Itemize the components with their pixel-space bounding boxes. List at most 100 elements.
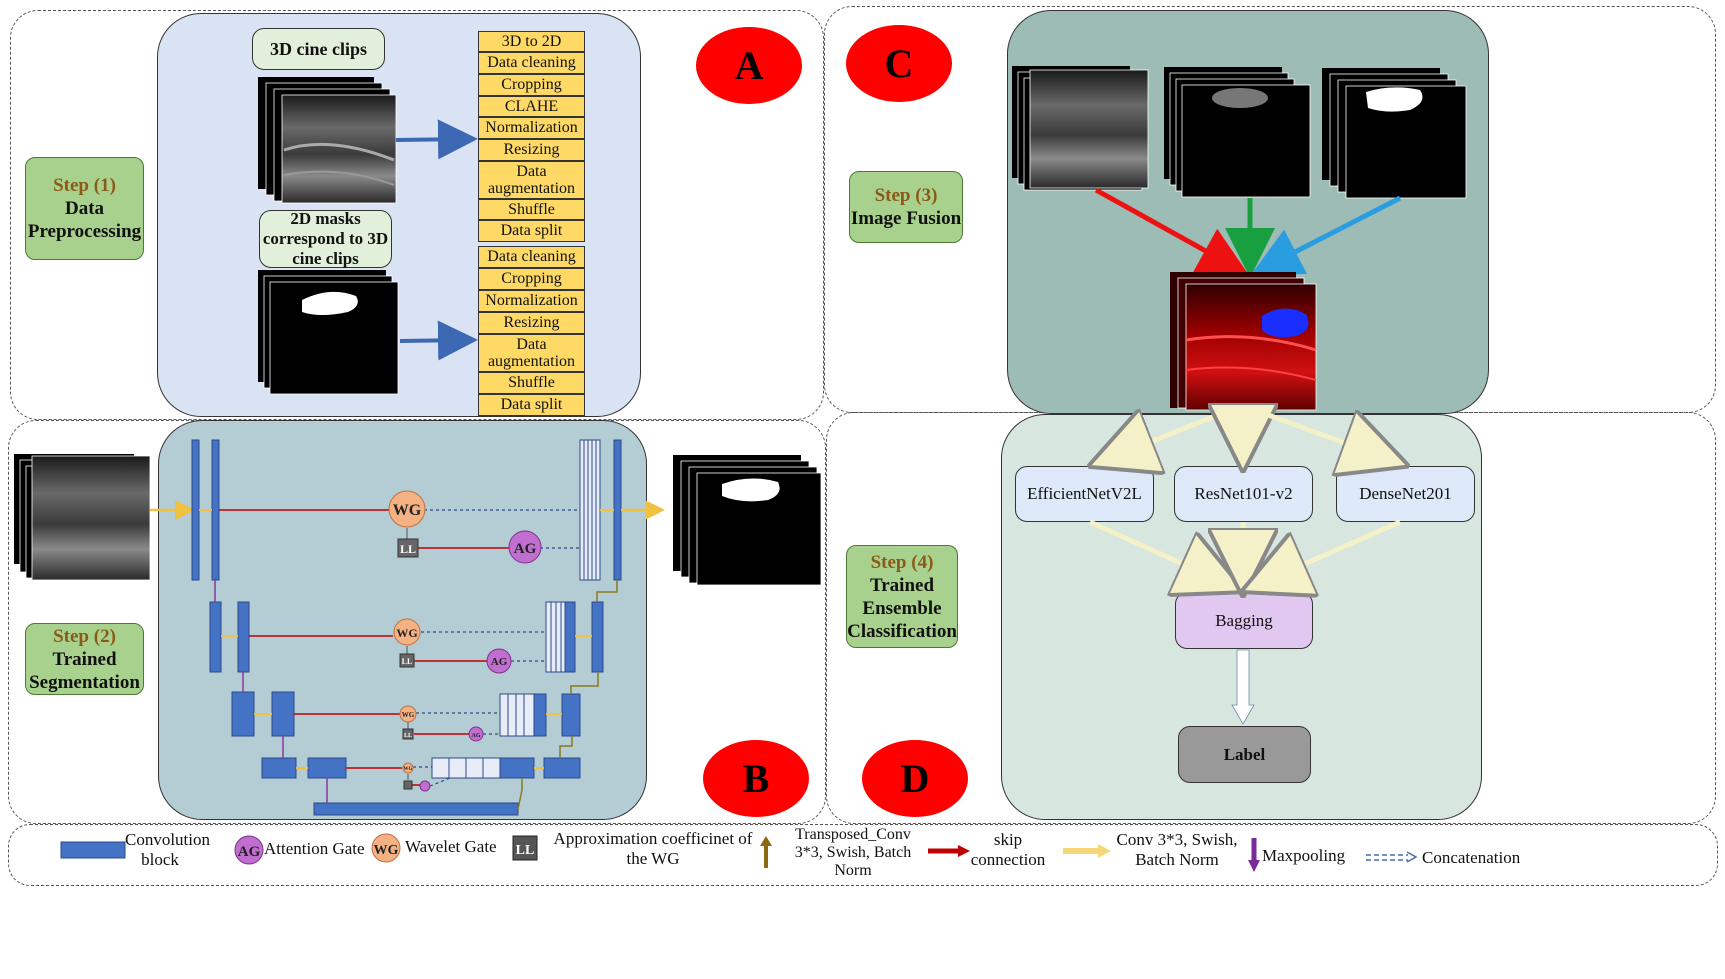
ag-text-2: AG bbox=[491, 656, 508, 668]
step-3-label: Step (3) bbox=[874, 185, 938, 206]
cine-clip-stack bbox=[258, 77, 397, 204]
circle-c: C bbox=[846, 25, 952, 102]
clip-ops-list: 3D to 2D Data cleaning Cropping CLAHE No… bbox=[478, 31, 585, 242]
step-1-line1: Data bbox=[64, 198, 105, 219]
fusion-red-arrow bbox=[1094, 187, 1249, 275]
wg-texts: WG WG WG WG bbox=[393, 502, 422, 772]
legend-conv33-line2: Batch Norm bbox=[1135, 850, 1219, 869]
legend-skip-line2: connection bbox=[970, 850, 1046, 869]
masks-label-line3: cine clips bbox=[292, 249, 359, 268]
step-3-box: Step (3) Image Fusion bbox=[849, 171, 963, 243]
step-4-line2: Ensemble bbox=[862, 597, 942, 619]
clip-op-item: Shuffle bbox=[478, 199, 585, 220]
legend-conv-line1: Convolution bbox=[125, 830, 211, 849]
legend-ll-swatch bbox=[512, 835, 538, 861]
legend-concat-text: Concatenation bbox=[1422, 848, 1521, 867]
legend-conv33-line1: Conv 3*3, Swish, bbox=[1116, 830, 1238, 849]
legend-skip-line1: skip bbox=[993, 830, 1023, 849]
legend-wg-icon-text: WG bbox=[374, 843, 399, 858]
clip-op-item: Data augmentation bbox=[478, 161, 585, 199]
label-box: Label bbox=[1178, 726, 1311, 783]
masks-label-line2: correspond to 3D bbox=[262, 229, 389, 248]
clip-op-item: Normalization bbox=[478, 117, 585, 139]
step-4-box: Step (4) Trained Ensemble Classification bbox=[846, 545, 958, 648]
ag-text-3: AG bbox=[472, 733, 481, 739]
wg-text-4: WG bbox=[404, 767, 413, 772]
legend-conv-block-swatch bbox=[60, 841, 126, 859]
wavelet-gates bbox=[388, 490, 426, 774]
fusion-input-roi bbox=[1164, 67, 1311, 198]
ll-text-3: LL bbox=[404, 733, 412, 739]
clip-op-item: 3D to 2D bbox=[478, 31, 585, 52]
seg-output-stack bbox=[673, 455, 822, 586]
ll-text-1: LL bbox=[400, 542, 416, 556]
clip-op-item: Data split bbox=[478, 220, 585, 242]
ag-texts: AG AG AG bbox=[472, 541, 537, 739]
classification-arrow-outlines bbox=[1231, 649, 1255, 725]
circle-d: D bbox=[862, 740, 968, 817]
wg-text-3: WG bbox=[402, 711, 415, 719]
ll-blocks bbox=[397, 538, 419, 790]
legend-maxpool-arrow-icon bbox=[1248, 838, 1260, 872]
model-resnet: ResNet101-v2 bbox=[1174, 466, 1313, 522]
legend-wg-text: Wavelet Gate bbox=[405, 837, 497, 856]
upconv-links bbox=[517, 580, 618, 810]
step-2-line2: Segmentation bbox=[29, 671, 140, 693]
seg-input-stack bbox=[14, 454, 151, 581]
step-3-line1: Image Fusion bbox=[850, 208, 962, 229]
masks-label-line1: 2D masks bbox=[290, 209, 361, 228]
legend-approx-line1: Approximation coefficinet of bbox=[553, 829, 753, 848]
skip-links bbox=[219, 509, 510, 786]
step-1-label: Step (1) bbox=[53, 175, 116, 196]
fusion-input-clip bbox=[1012, 66, 1149, 191]
legend-conv33-text: Conv 3*3, Swish, Batch Norm bbox=[1112, 830, 1242, 870]
clips-label: 3D cine clips bbox=[252, 28, 385, 70]
legend-tconv-line2: 3*3, Swish, Batch bbox=[794, 844, 912, 861]
mask-op-item: Data cleaning bbox=[478, 246, 585, 268]
mask-op-item: Shuffle bbox=[478, 372, 585, 394]
step-4-line3: Classification bbox=[847, 620, 957, 642]
step-1-box: Step (1) Data Preprocessing bbox=[25, 157, 144, 260]
mask-op-item: Data split bbox=[478, 394, 585, 416]
legend-approx-text: Approximation coefficinet of the WG bbox=[553, 829, 753, 869]
legend-frame bbox=[8, 824, 1718, 886]
legend-approx-line2: the WG bbox=[626, 849, 680, 868]
concat-blocks bbox=[431, 439, 601, 779]
legend-concat-arrow-icon bbox=[1366, 851, 1418, 863]
step-4-label: Step (4) bbox=[870, 551, 934, 573]
step-2-line1: Trained bbox=[52, 648, 117, 670]
legend-ag-icon-text: AG bbox=[238, 844, 261, 860]
concat-links bbox=[413, 509, 580, 787]
mask-ops-list: Data cleaning Cropping Normalization Res… bbox=[478, 246, 585, 416]
fusion-input-mask bbox=[1322, 68, 1467, 199]
legend-conv-block-text: Convolution block bbox=[125, 830, 211, 870]
mask-op-item: Resizing bbox=[478, 312, 585, 334]
mask-op-item: Data augmentation bbox=[478, 334, 585, 372]
clip-op-item: Cropping bbox=[478, 74, 585, 96]
quadrant-a-frame bbox=[10, 10, 824, 420]
legend-wg-swatch bbox=[371, 833, 401, 863]
maxpool-links bbox=[214, 580, 328, 803]
classification-arrows bbox=[1090, 415, 1400, 588]
legend-upconv-arrow-icon bbox=[760, 836, 772, 868]
wg-text-1: WG bbox=[393, 502, 422, 519]
clip-op-item: Data cleaning bbox=[478, 52, 585, 74]
legend-ll-icon-text: LL bbox=[516, 843, 535, 858]
step-2-box: Step (2) Trained Segmentation bbox=[25, 623, 144, 695]
circle-b: B bbox=[703, 740, 809, 817]
legend-tconv-text: Transposed_Conv 3*3, Swish, Batch Norm bbox=[786, 826, 920, 880]
attention-gates bbox=[419, 530, 542, 792]
conv-links bbox=[199, 500, 665, 769]
circle-a: A bbox=[696, 27, 802, 104]
legend-skip-text: skip connection bbox=[968, 830, 1048, 870]
mask-arrow bbox=[399, 320, 478, 361]
clip-op-item: Resizing bbox=[478, 139, 585, 161]
masks-label: 2D masks correspond to 3D cine clips bbox=[259, 209, 392, 268]
mask-op-item: Normalization bbox=[478, 290, 585, 312]
legend-skip-arrow-icon bbox=[928, 845, 970, 857]
legend-tconv-line1: Transposed_Conv bbox=[795, 826, 911, 843]
decoder-blocks bbox=[499, 439, 622, 779]
ll-text-2: LL bbox=[402, 657, 413, 666]
legend-ag-text: Attention Gate bbox=[264, 839, 365, 858]
